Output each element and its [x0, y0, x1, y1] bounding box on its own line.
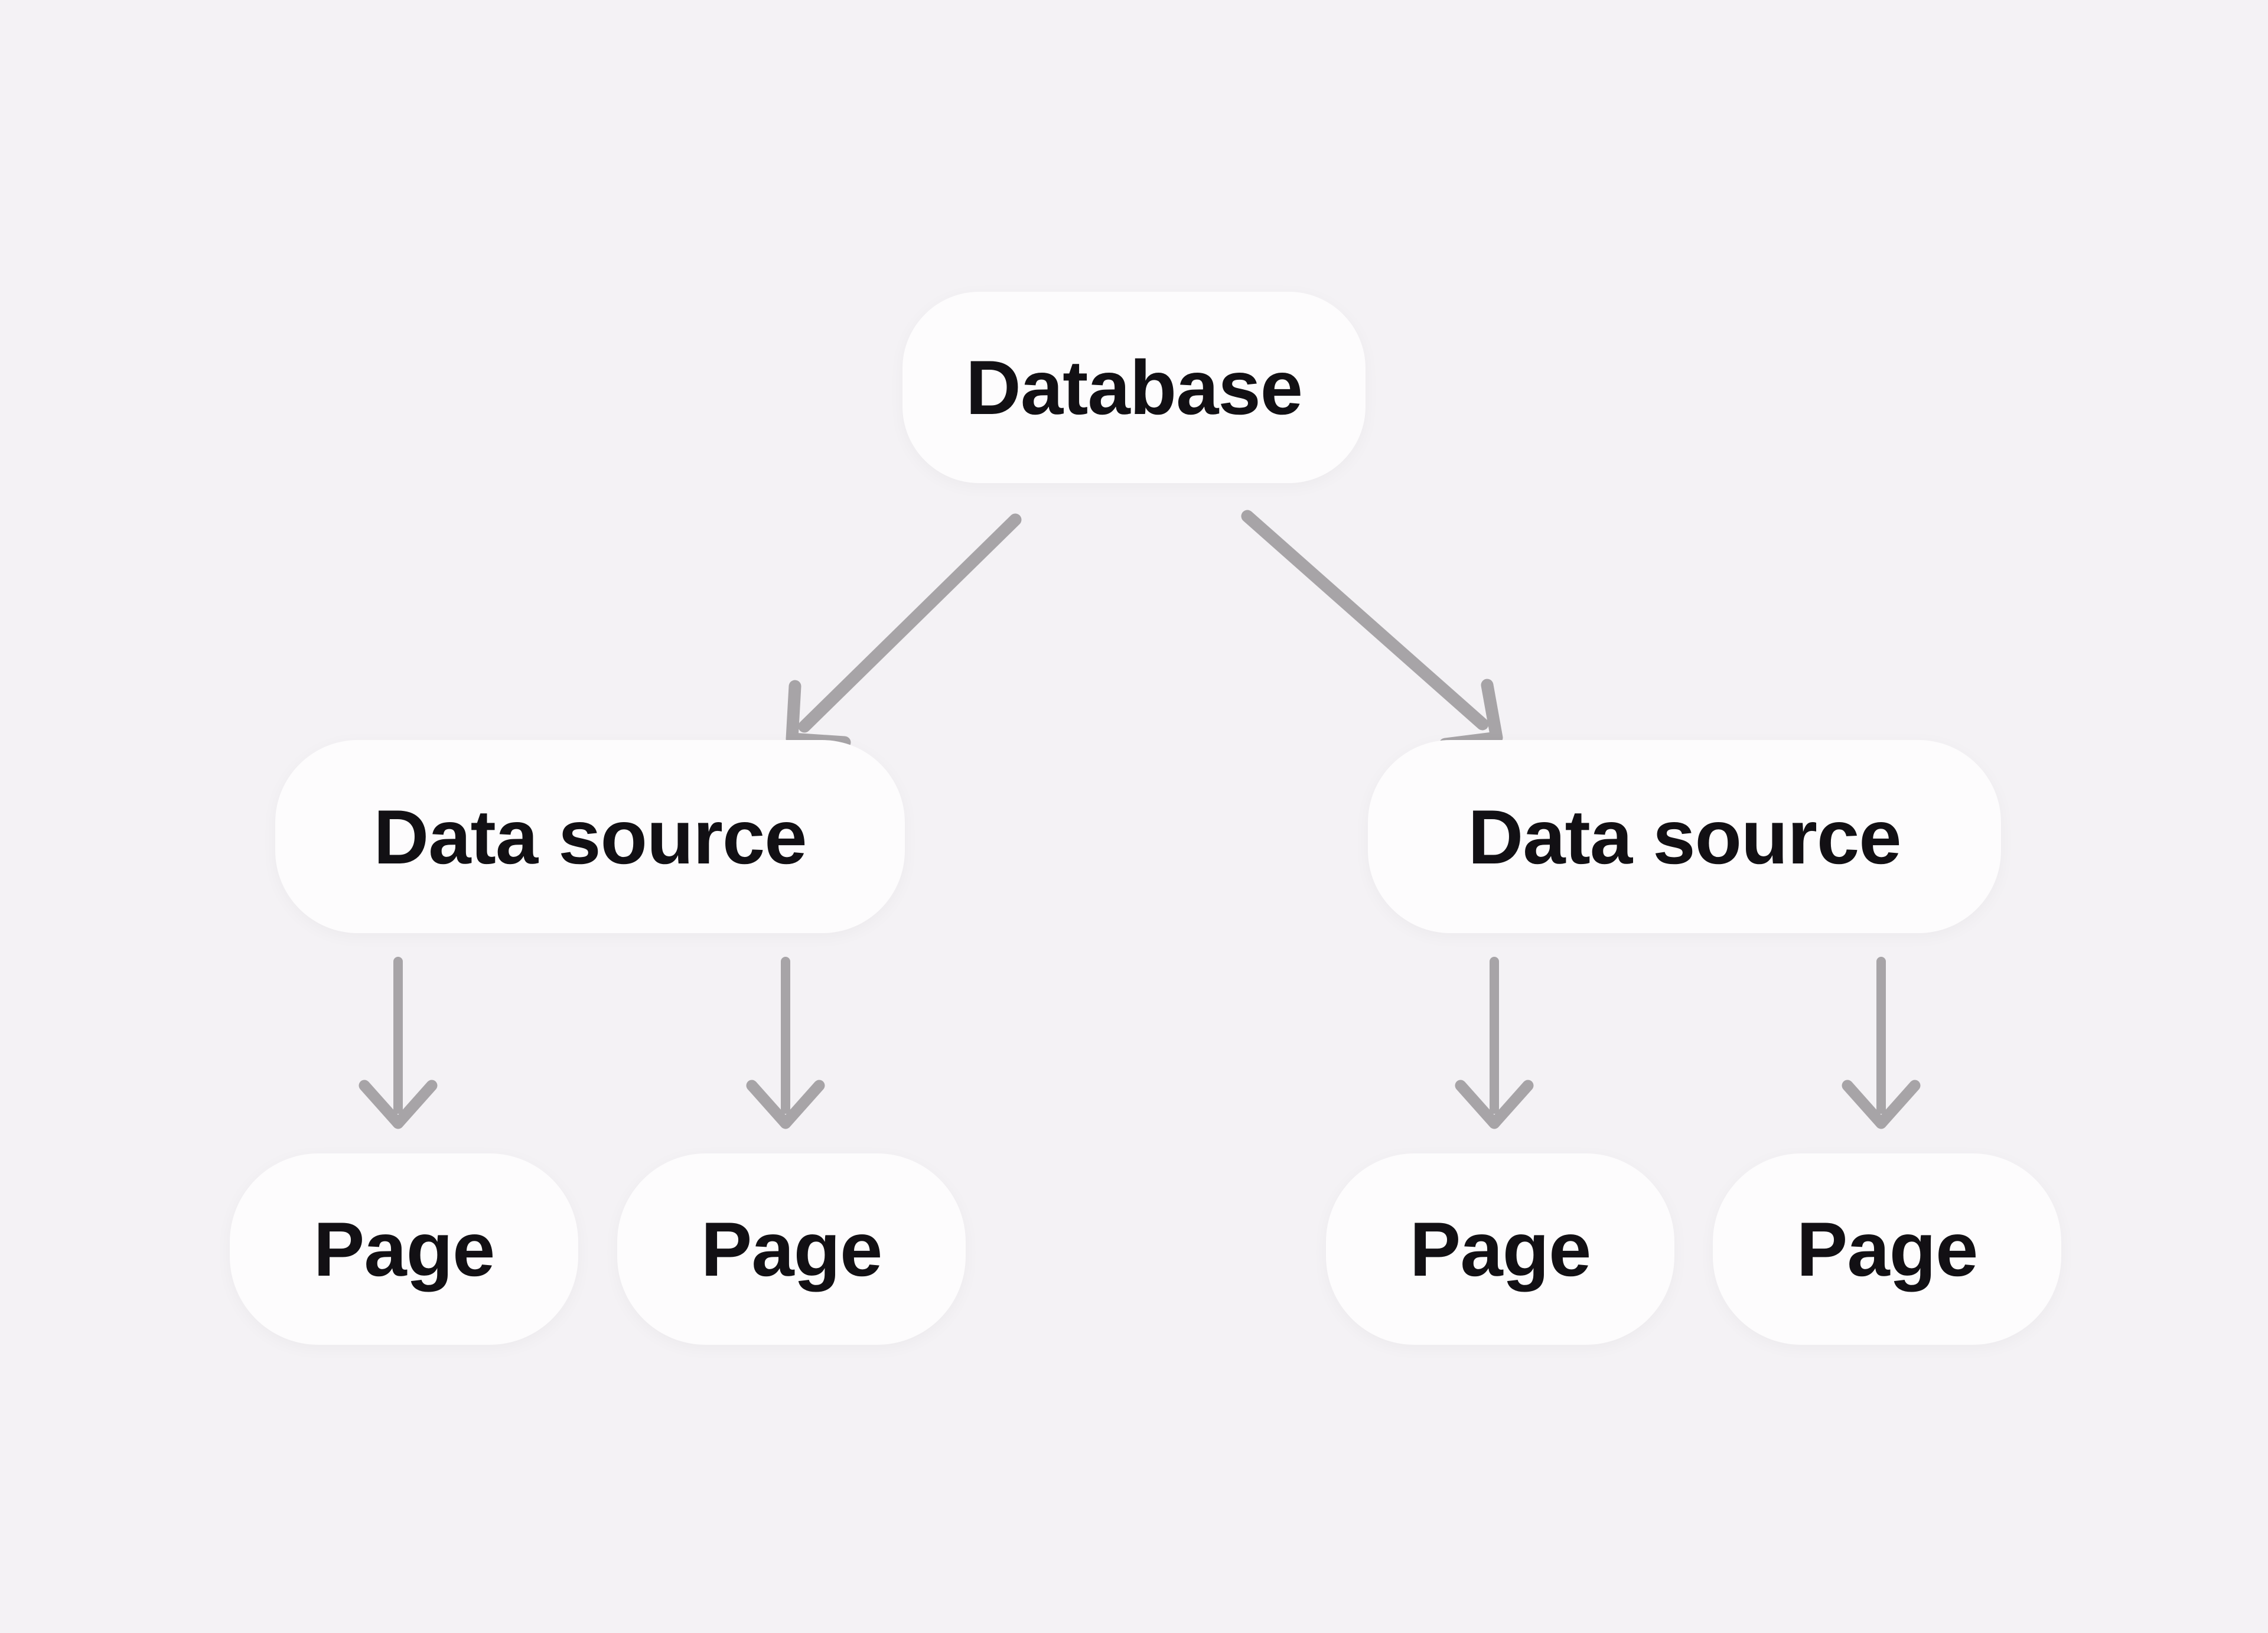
node-page-left-1-label: Page: [313, 1206, 496, 1292]
node-page-left-1: Page: [230, 1153, 578, 1345]
node-page-right-2: Page: [1713, 1153, 2061, 1345]
arrow-datasource-right-to-page-3: [1455, 957, 1534, 1129]
arrow-database-to-datasource-right: [1241, 510, 1503, 751]
node-database: Database: [902, 292, 1366, 483]
arrow-datasource-left-to-page-2: [746, 957, 825, 1129]
node-page-right-1-label: Page: [1409, 1206, 1592, 1292]
node-page-right-1: Page: [1326, 1153, 1674, 1345]
arrow-database-to-datasource-left: [786, 513, 1022, 749]
node-page-left-2-label: Page: [700, 1206, 883, 1292]
node-data-source-left: Data source: [275, 740, 905, 933]
node-database-label: Database: [965, 344, 1303, 431]
node-page-left-2: Page: [617, 1153, 966, 1345]
node-data-source-right-label: Data source: [1468, 793, 1901, 880]
node-data-source-right: Data source: [1368, 740, 2001, 933]
arrow-datasource-left-to-page-1: [359, 957, 438, 1129]
node-page-right-2-label: Page: [1796, 1206, 1979, 1292]
arrow-datasource-right-to-page-4: [1842, 957, 1921, 1129]
node-data-source-left-label: Data source: [373, 793, 807, 880]
